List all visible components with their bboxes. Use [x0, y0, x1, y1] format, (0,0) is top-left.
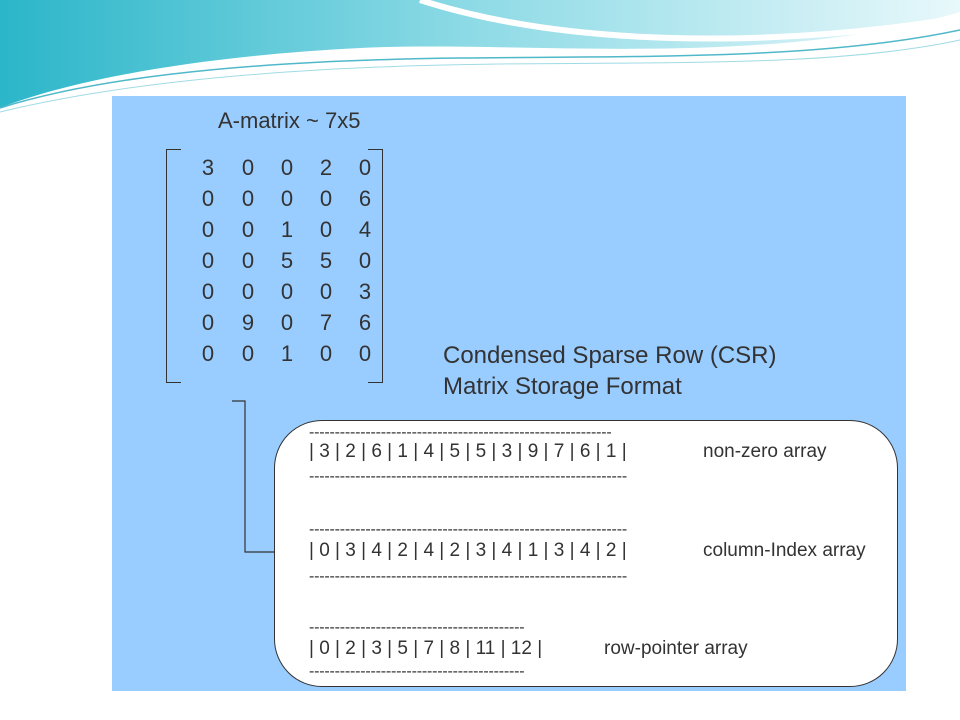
matrix-cell: 1 [280, 217, 294, 242]
matrix-cell: 0 [319, 279, 333, 304]
matrix-cell: 0 [201, 217, 215, 242]
matrix-cell: 0 [319, 217, 333, 242]
matrix-cell: 4 [358, 217, 372, 242]
rowptr-bottom-rule: ----------------------------------------… [309, 668, 525, 680]
matrix-cell: 0 [201, 341, 215, 366]
matrix-cell: 0 [280, 310, 294, 335]
matrix-cell: 0 [358, 341, 372, 366]
matrix-cell: 9 [241, 310, 255, 335]
matrix-cell: 7 [319, 310, 333, 335]
matrix-cell: 6 [358, 186, 372, 211]
matrix-cell: 0 [241, 217, 255, 242]
matrix-cell: 0 [201, 186, 215, 211]
matrix-cell: 6 [358, 310, 372, 335]
header-swoosh-decoration [0, 0, 960, 113]
matrix-title: A-matrix ~ 7x5 [218, 108, 361, 133]
column-top-rule: ----------------------------------------… [309, 526, 627, 538]
matrix-cell: 0 [201, 248, 215, 273]
matrix-cell: 0 [241, 279, 255, 304]
csr-arrays-box: ----------------------------------------… [274, 420, 898, 687]
matrix-cell: 0 [280, 155, 294, 180]
matrix-cell: 5 [280, 248, 294, 273]
column-index-array: | 0 | 3 | 4 | 2 | 4 | 2 | 3 | 4 | 1 | 3 … [309, 540, 627, 561]
row-pointer-array-label: row-pointer array [604, 638, 748, 659]
matrix-cell: 0 [280, 186, 294, 211]
matrix-left-bracket [166, 149, 181, 383]
matrix-cell: 0 [241, 155, 255, 180]
matrix-cell: 2 [319, 155, 333, 180]
row-pointer-array: | 0 | 2 | 3 | 5 | 7 | 8 | 11 | 12 | [309, 638, 543, 659]
matrix-cell: 0 [280, 279, 294, 304]
matrix-cell: 0 [241, 248, 255, 273]
matrix-cell: 0 [201, 310, 215, 335]
matrix-cell: 0 [241, 341, 255, 366]
matrix-cell: 0 [358, 155, 372, 180]
nonzero-array: | 3 | 2 | 6 | 1 | 4 | 5 | 5 | 3 | 9 | 7 … [309, 441, 627, 462]
matrix-cell: 3 [201, 155, 215, 180]
matrix-right-bracket [368, 149, 383, 383]
matrix-cell: 0 [319, 186, 333, 211]
matrix-cell: 5 [319, 248, 333, 273]
matrix-cell: 0 [358, 248, 372, 273]
column-index-array-label: column-Index array [703, 540, 866, 561]
matrix-cell: 1 [280, 341, 294, 366]
rowptr-top-rule: ----------------------------------------… [309, 624, 525, 636]
matrix-cell: 0 [201, 279, 215, 304]
matrix-cell: 3 [358, 279, 372, 304]
nonzero-top-rule: ----------------------------------------… [309, 429, 612, 441]
csr-title-line2: Matrix Storage Format [443, 373, 682, 400]
nonzero-array-label: non-zero array [703, 441, 827, 462]
csr-title-line1: Condensed Sparse Row (CSR) [443, 342, 777, 369]
nonzero-bottom-rule: ----------------------------------------… [309, 473, 627, 485]
csr-title: Condensed Sparse Row (CSR) Matrix Storag… [443, 340, 776, 402]
column-bottom-rule: ----------------------------------------… [309, 573, 627, 585]
matrix-cell: 0 [241, 186, 255, 211]
matrix-cell: 0 [319, 341, 333, 366]
